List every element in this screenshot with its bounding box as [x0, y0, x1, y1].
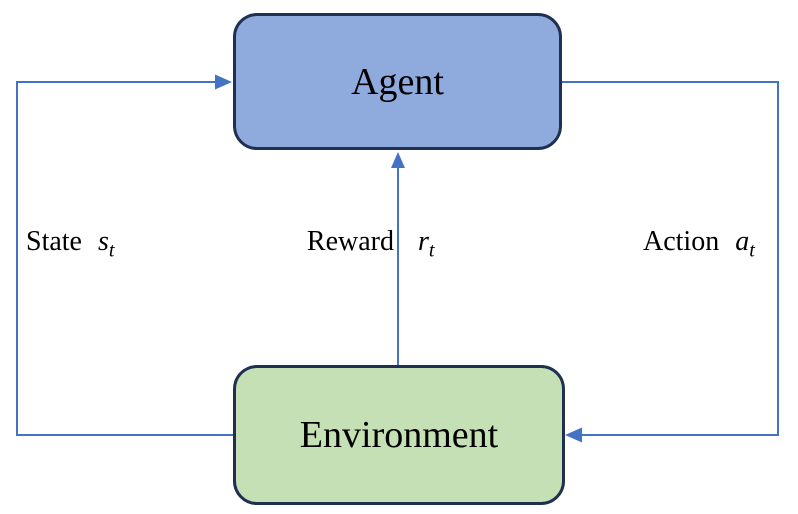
agent-node: Agent — [233, 13, 562, 150]
reward-arrowhead-icon — [391, 152, 405, 168]
state-arrowhead-icon — [215, 74, 232, 90]
reward-symbol: rt — [418, 226, 435, 262]
state-symbol: st — [98, 226, 115, 262]
state-arrow-line — [16, 81, 233, 436]
agent-node-label: Agent — [351, 60, 444, 103]
action-word: Action — [643, 226, 720, 257]
reward-edge-label: Reward — [307, 226, 394, 258]
state-word: State — [26, 226, 82, 257]
reward-word: Reward — [306, 226, 394, 257]
action-edge-label: Action at — [643, 226, 755, 262]
environment-node-label: Environment — [299, 414, 499, 456]
action-symbol: at — [735, 226, 755, 262]
action-arrow-line — [562, 81, 779, 436]
action-arrowhead-icon — [565, 427, 582, 443]
environment-node: Environment — [233, 365, 565, 505]
